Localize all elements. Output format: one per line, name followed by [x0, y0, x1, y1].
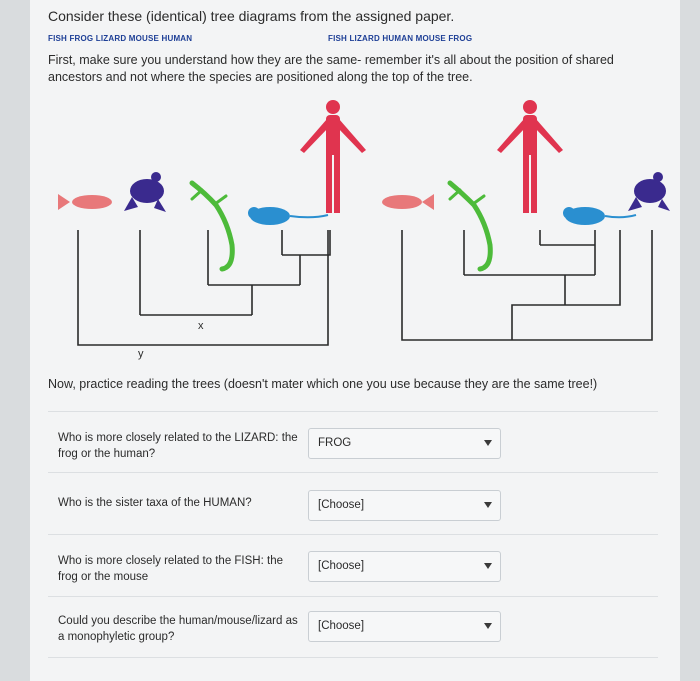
frog-icon	[628, 172, 670, 211]
select-value: [Choose]	[318, 560, 365, 572]
answer-select[interactable]: [Choose]	[308, 551, 501, 582]
answer-select[interactable]: FROG	[308, 428, 501, 459]
fish-icon	[58, 194, 112, 210]
lizard-icon	[447, 180, 493, 272]
select-value: [Choose]	[318, 620, 365, 632]
right-tree-lines	[401, 230, 653, 341]
node-label-y: y	[138, 348, 144, 360]
chevron-down-icon	[484, 563, 492, 569]
left-tree-lines	[77, 230, 331, 346]
question-text: Who is the sister taxa of the HUMAN?	[58, 497, 252, 509]
mouse-icon	[563, 207, 637, 225]
answer-select[interactable]: [Choose]	[308, 490, 501, 521]
divider	[48, 534, 658, 535]
human-icon	[300, 100, 366, 213]
question-text: Could you describe the human/mouse/lizar…	[58, 615, 298, 643]
practice-instructions: Now, practice reading the trees (doesn't…	[48, 377, 598, 391]
left-tree-label: FISH FROG LIZARD MOUSE HUMAN	[48, 34, 193, 43]
divider	[48, 596, 658, 597]
question-text: Who is more closely related to the FISH:…	[58, 555, 283, 583]
human-icon	[497, 100, 563, 213]
select-value: FROG	[318, 437, 352, 449]
divider	[48, 657, 658, 658]
node-label-x: x	[198, 320, 204, 332]
tree-diagrams: x y	[58, 100, 670, 360]
assignment-sheet: Consider these (identical) tree diagrams…	[30, 0, 680, 681]
right-tree-label: FISH LIZARD HUMAN MOUSE FROG	[328, 34, 473, 43]
frog-icon	[124, 172, 166, 212]
fish-icon	[382, 194, 434, 210]
mouse-icon	[248, 207, 329, 225]
answer-select[interactable]: [Choose]	[308, 611, 501, 642]
chevron-down-icon	[484, 440, 492, 446]
question-text: Who is more closely related to the LIZAR…	[58, 432, 298, 460]
chevron-down-icon	[484, 623, 492, 629]
lizard-icon	[189, 180, 235, 272]
intro-text: First, make sure you understand how they…	[48, 53, 614, 84]
select-value: [Choose]	[318, 499, 365, 511]
divider	[48, 472, 658, 473]
page-title: Consider these (identical) tree diagrams…	[48, 8, 455, 24]
divider	[48, 411, 658, 412]
chevron-down-icon	[484, 502, 492, 508]
